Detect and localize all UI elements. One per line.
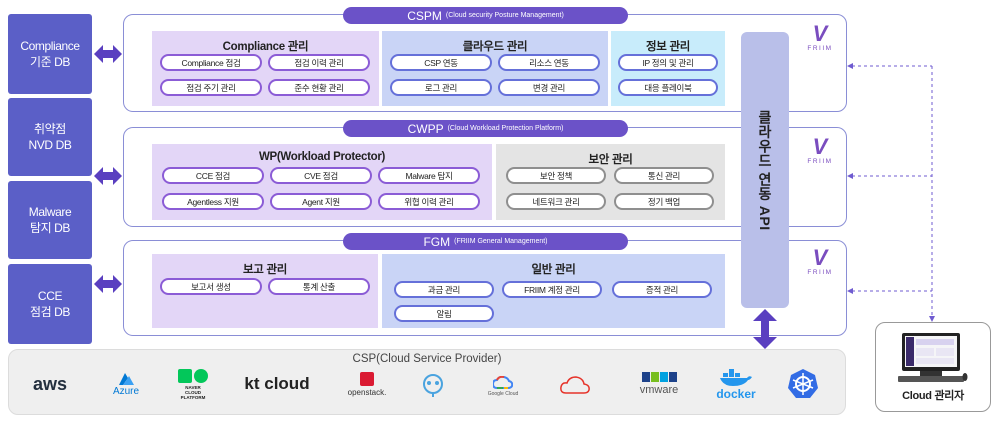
oracle-cloud-logo: [555, 368, 595, 402]
pill-item: IP 정의 및 관리: [618, 54, 718, 71]
arrow-left-icon: [847, 288, 853, 294]
cloud-management-panel: 클라우드 관리 CSP 연동 리소스 연동 로그 관리 변경 관리: [382, 31, 608, 106]
dashed-connectors: [847, 63, 935, 322]
panel-title: 일반 관리: [531, 264, 576, 276]
pill-item: 위협 이력 관리: [378, 193, 480, 210]
csp-bar: CSP(Cloud Service Provider) aws Azure NA…: [8, 349, 846, 415]
section-subtitle: (FRIIM General Management): [454, 238, 548, 245]
security-management-panel: 보안 관리 보안 정책 통신 관리 네트워크 관리 정기 백업: [496, 144, 725, 220]
workload-protector-panel: WP(Workload Protector) CCE 점검 CVE 점검 Mal…: [152, 144, 492, 220]
panel-title: 보고 관리: [242, 264, 287, 276]
docker-whale-icon: [720, 369, 752, 386]
section-title: CWPP: [407, 121, 444, 136]
double-arrow-icon: [94, 45, 122, 63]
pill-item: 로그 관리: [390, 79, 492, 96]
pill-item: 보고서 생성: [160, 278, 262, 295]
panel-title: 클라우드 관리: [462, 41, 528, 53]
pill-item: CCE 점검: [162, 167, 264, 184]
cloud-api-bar: 클라우드 연동 API: [741, 32, 789, 308]
section-title: CSPM: [407, 8, 442, 23]
pill-item: 점검 이력 관리: [268, 54, 370, 71]
pill-item: 증적 관리: [612, 281, 712, 298]
report-management-panel: 보고 관리 보고서 생성 통계 산출: [152, 254, 378, 328]
pill-item: 대응 플레이북: [618, 79, 718, 96]
kubernetes-icon: [788, 369, 818, 398]
panel-title: Compliance 관리: [222, 41, 309, 53]
azure-logo: Azure: [101, 366, 151, 402]
monitor-icon: [898, 333, 968, 382]
pill-item: 변경 관리: [498, 79, 600, 96]
docker-logo: docker: [709, 364, 763, 406]
cloud-admin-box: Cloud 관리자: [875, 322, 991, 412]
malware-db: Malware 탐지 DB: [8, 181, 92, 259]
section-subtitle: (Cloud security Posture Management): [445, 12, 564, 19]
vertical-double-arrow-icon: [753, 309, 777, 349]
cloud-robot-icon: [423, 374, 443, 397]
admin-label: Cloud 관리자: [902, 390, 964, 402]
cwpp-title: CWPP (Cloud Workload Protection Platform…: [343, 120, 628, 137]
cspm-section: Compliance 관리 Compliance 점검 점검 이력 관리 점검 …: [123, 14, 847, 112]
naver-cloud-logo: NAVER CLOUD PLATFORM: [171, 364, 215, 404]
section-subtitle: (Cloud Workload Protection Platform): [447, 125, 564, 132]
cspm-title: CSPM (Cloud security Posture Management): [343, 7, 628, 24]
cloud-outline-icon: [560, 376, 590, 394]
compliance-db: Compliance 기준 DB: [8, 14, 92, 94]
panel-title: 정보 관리: [645, 41, 690, 53]
pill-item: 정기 백업: [614, 193, 714, 210]
google-cloud-logo: Google Cloud: [481, 368, 525, 404]
arrow-left-icon: [847, 173, 853, 179]
panel-title: 보안 관리: [588, 154, 633, 166]
nvd-db: 취약점 NVD DB: [8, 98, 92, 176]
kubernetes-logo: [783, 364, 823, 404]
pill-item: 리소스 연동: [498, 54, 600, 71]
pill-item: Agentless 지원: [162, 193, 264, 210]
section-title: FGM: [423, 234, 451, 249]
pill-item: CSP 연동: [390, 54, 492, 71]
fgm-title: FGM (FRIIM General Management): [343, 233, 628, 250]
arrow-down-icon: [929, 316, 935, 322]
google-cloud-icon: [493, 375, 513, 389]
double-arrow-icon: [94, 275, 122, 293]
pill-item: Malware 탐지: [378, 167, 480, 184]
general-management-panel: 일반 관리 과금 관리 FRIIM 계정 관리 증적 관리 알림: [382, 254, 725, 328]
cce-db: CCE 점검 DB: [8, 264, 92, 344]
fgm-section: 보고 관리 보고서 생성 통계 산출 일반 관리 과금 관리 FRIIM 계정 …: [123, 240, 847, 336]
double-arrow-icon: [94, 167, 122, 185]
csp-title: CSP(Cloud Service Provider): [352, 353, 502, 365]
pill-item: 과금 관리: [394, 281, 494, 298]
kt-cloud-logo: kt cloud: [244, 374, 310, 393]
pill-item: CVE 점검: [270, 167, 372, 184]
pill-item: FRIIM 계정 관리: [502, 281, 602, 298]
pill-item: 보안 정책: [506, 167, 606, 184]
pill-item: 준수 현황 관리: [268, 79, 370, 96]
openstack-logo: openstack.: [341, 364, 393, 404]
pill-item: 통계 산출: [268, 278, 370, 295]
api-csp-arrow: [753, 309, 777, 349]
panel-title: WP(Workload Protector): [258, 151, 386, 163]
compliance-panel: Compliance 관리 Compliance 점검 점검 이력 관리 점검 …: [152, 31, 379, 106]
pill-item: 점검 주기 관리: [160, 79, 262, 96]
pill-item: 네트워크 관리: [506, 193, 606, 210]
arrow-left-icon: [847, 63, 853, 69]
cloud-provider-logo: [413, 368, 453, 402]
pill-item: 알림: [394, 305, 494, 322]
connector-arrows: [94, 45, 122, 293]
info-management-panel: 정보 관리 IP 정의 및 관리 대응 플레이북: [611, 31, 725, 106]
cwpp-section: WP(Workload Protector) CCE 점검 CVE 점검 Mal…: [123, 127, 847, 227]
pill-item: Agent 지원: [270, 193, 372, 210]
pill-item: Compliance 점검: [160, 54, 262, 71]
aws-logo: aws: [32, 373, 68, 394]
api-label: 클라우드 연동 API: [757, 109, 773, 231]
pill-item: 통신 관리: [614, 167, 714, 184]
azure-icon: [119, 372, 134, 385]
vmware-logo: vmware: [629, 364, 689, 404]
